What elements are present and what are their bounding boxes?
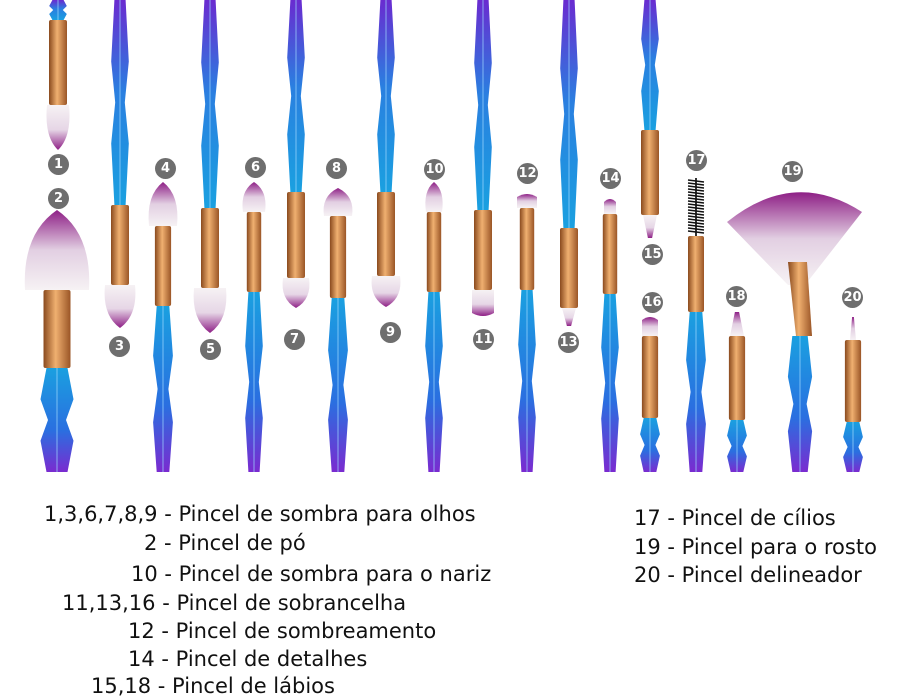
brush-number-badge-9: 9 (380, 322, 401, 343)
brush-9-bristles (371, 276, 401, 307)
brush-4-ferrule (154, 226, 172, 306)
brush-18-bristles (730, 312, 744, 336)
brush-15-ferrule (641, 130, 659, 215)
brush-9-ferrule (377, 192, 395, 276)
brush-number-badge-19: 19 (782, 161, 803, 182)
legend-line-eyeshadow: 1,3,6,7,8,9 - Pincel de sombra para olho… (44, 502, 476, 526)
brushes-group (24, 0, 863, 472)
brush-number-badge-20: 20 (842, 287, 863, 308)
brush-1-bristles (46, 105, 70, 150)
brush-13-bristles (562, 308, 576, 326)
brush-6-ferrule (246, 212, 262, 292)
brush-17-spoolie-bristle (687, 224, 705, 228)
brush-number-badge-7: 7 (284, 329, 305, 350)
brush-number-badge-8: 8 (326, 158, 347, 179)
brush-2-ferrule (43, 290, 71, 368)
brush-17-spoolie-bristle (687, 197, 705, 201)
brush-number-badge-2: 2 (48, 188, 69, 209)
brush-number-badge-10: 10 (424, 159, 445, 180)
brush-17-spoolie-bristle (687, 221, 705, 225)
brush-17-spoolie-bristle (687, 182, 705, 186)
brush-17-spoolie-bristle (687, 215, 705, 219)
brush-3-ferrule (111, 205, 129, 285)
brush-17-spoolie-bristle (687, 230, 705, 234)
brush-11-ferrule (474, 210, 492, 290)
brush-14-bristles (604, 199, 616, 214)
brush-18-ferrule (728, 336, 746, 420)
brush-7-bristles (282, 278, 310, 308)
brush-number-badge-12: 12 (517, 163, 538, 184)
brush-number-badge-1: 1 (48, 154, 69, 175)
brush-19-fan-bristles (727, 192, 862, 285)
brush-13-ferrule (560, 228, 578, 308)
legend-line-shading: 12 - Pincel de sombreamento (128, 619, 437, 643)
brush-17-spoolie-bristle (687, 200, 705, 204)
brush-17-spoolie-bristle (687, 218, 705, 222)
brush-17-spoolie-bristle (687, 185, 705, 189)
brush-17-spoolie-bristle (687, 194, 705, 198)
brush-17-spoolie-bristle (687, 206, 705, 210)
brush-7-ferrule (287, 192, 305, 278)
brush-3-bristles (104, 285, 136, 328)
brush-4-bristles (148, 182, 178, 226)
brush-5-ferrule (201, 208, 219, 288)
brush-17-spoolie-bristle (687, 212, 705, 216)
legend-line-detail: 14 - Pincel de detalhes (128, 647, 368, 671)
legend-line-face: 19 - Pincel para o rosto (634, 535, 877, 559)
brush-number-badge-17: 17 (686, 150, 707, 171)
brush-10-bristles (425, 182, 443, 212)
brush-17-spoolie-bristle (687, 179, 705, 183)
brush-number-badge-5: 5 (200, 339, 221, 360)
brush-2-bristles (24, 210, 90, 290)
brush-17-ferrule (688, 236, 704, 312)
brush-17-spoolie-bristle (687, 227, 705, 231)
brush-17-spoolie-bristle (687, 209, 705, 213)
brush-number-badge-3: 3 (109, 336, 130, 357)
brush-number-badge-13: 13 (558, 332, 579, 353)
brush-number-badge-18: 18 (726, 286, 747, 307)
brush-6-bristles (242, 182, 266, 212)
legend-line-eyebrow: 11,13,16 - Pincel de sobrancelha (62, 591, 407, 615)
brush-number-badge-15: 15 (642, 244, 663, 265)
brush-number-badge-4: 4 (155, 158, 176, 179)
brush-number-badge-6: 6 (245, 157, 266, 178)
brush-16-ferrule (641, 336, 659, 418)
brush-11-bristles (472, 290, 494, 316)
brush-number-badge-11: 11 (473, 329, 494, 350)
legend-line-liner: 20 - Pincel delineador (634, 563, 862, 587)
brush-12-ferrule (519, 208, 535, 290)
brush-17-spoolie-bristle (687, 203, 705, 207)
legend-line-lashes: 17 - Pincel de cílios (634, 506, 836, 530)
legend-line-powder: 2 - Pincel de pó (144, 531, 306, 555)
brush-10-ferrule (426, 212, 442, 292)
brush-number-badge-14: 14 (600, 168, 621, 189)
brush-14-ferrule (602, 214, 618, 294)
brush-16-bristles (642, 317, 658, 336)
brush-20-bristles (850, 317, 856, 340)
brush-8-bristles (323, 188, 353, 216)
brush-set-photo (24, 0, 863, 472)
brush-8-ferrule (329, 216, 347, 298)
brush-20-ferrule (844, 340, 862, 422)
brush-1-ferrule (49, 20, 67, 105)
legend-line-lips: 15,18 - Pincel de lábios (91, 674, 335, 698)
brush-12-bristles (517, 194, 537, 208)
brush-5-bristles (193, 288, 227, 333)
brush-15-bristles (643, 215, 657, 238)
brush-17-spoolie-bristle (687, 191, 705, 195)
legend-line-nose: 10 - Pincel de sombra para o nariz (131, 562, 492, 586)
brush-17-spoolie-bristle (687, 188, 705, 192)
brush-number-badge-16: 16 (642, 292, 663, 313)
brush-19-ferrule (788, 262, 812, 336)
